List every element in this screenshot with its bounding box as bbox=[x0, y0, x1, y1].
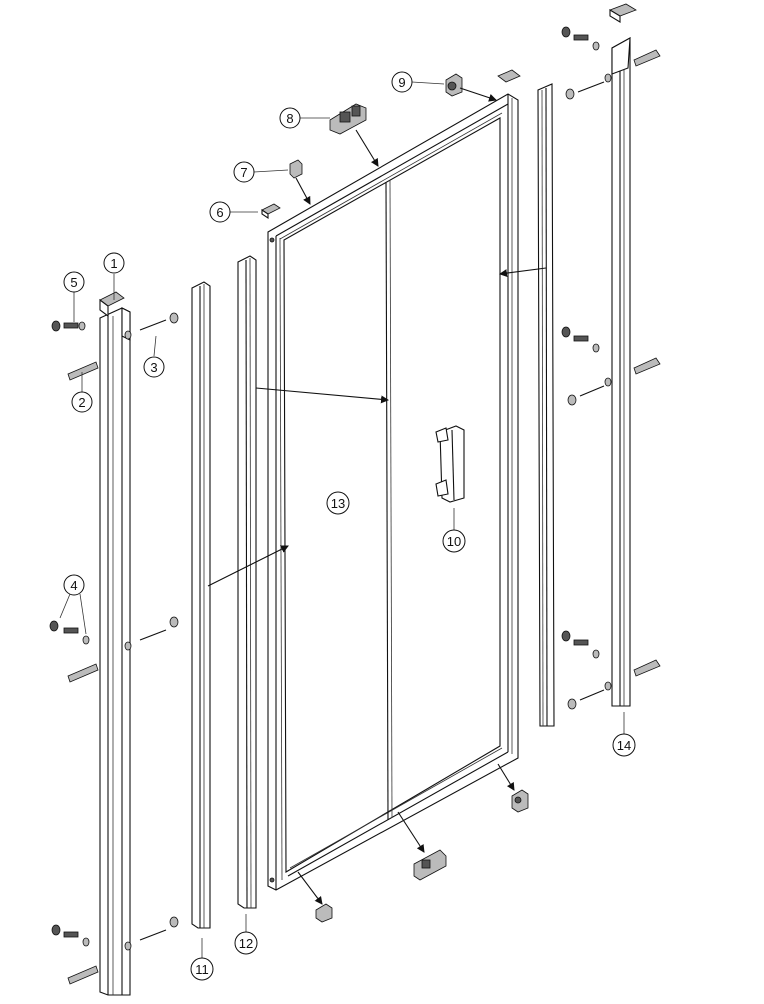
callout-label: 8 bbox=[286, 111, 293, 126]
callout-label: 3 bbox=[150, 360, 157, 375]
callout-13: 13 bbox=[326, 491, 350, 515]
callout-label: 10 bbox=[447, 534, 461, 549]
right-wall-profile bbox=[611, 37, 631, 707]
bottom-hinge bbox=[413, 849, 447, 881]
end-cap-top bbox=[261, 203, 281, 220]
callout-label: 13 bbox=[331, 496, 345, 511]
callout-8: 8 bbox=[279, 107, 301, 129]
wall-cap-left bbox=[99, 291, 125, 318]
wall-cap-top bbox=[609, 3, 637, 23]
callout-7: 7 bbox=[233, 161, 255, 183]
corner-block-bottom bbox=[315, 903, 333, 923]
hinge-pin-top bbox=[445, 73, 463, 97]
top-hinge bbox=[329, 103, 367, 135]
callout-label: 6 bbox=[216, 205, 223, 220]
callout-1: 1 bbox=[103, 252, 125, 274]
callout-label: 5 bbox=[70, 275, 77, 290]
callout-4: 4 bbox=[63, 574, 85, 596]
right-fixings bbox=[561, 26, 661, 710]
callout-5: 5 bbox=[63, 271, 85, 293]
door-frame bbox=[267, 93, 519, 891]
callout-6: 6 bbox=[209, 201, 231, 223]
callout-label: 4 bbox=[70, 578, 77, 593]
left-fixings bbox=[49, 312, 179, 985]
end-cap-top-right bbox=[497, 69, 521, 83]
callout-2: 2 bbox=[71, 391, 93, 413]
seal-strip bbox=[191, 281, 211, 929]
magnetic-strip bbox=[237, 255, 257, 909]
left-wall-profile bbox=[99, 307, 131, 996]
callout-9: 9 bbox=[391, 71, 413, 93]
assembly-arrows bbox=[207, 87, 547, 905]
right-inner-profile bbox=[537, 83, 555, 727]
callout-label: 9 bbox=[398, 75, 405, 90]
corner-block bbox=[289, 159, 303, 179]
callout-14: 14 bbox=[612, 733, 636, 757]
callout-label: 14 bbox=[617, 738, 631, 753]
callout-label: 1 bbox=[110, 256, 117, 271]
callout-label: 12 bbox=[239, 936, 253, 951]
callout-12: 12 bbox=[234, 931, 258, 955]
hinge-pin-bottom bbox=[511, 789, 529, 813]
callout-label: 11 bbox=[195, 962, 209, 977]
callout-10: 10 bbox=[442, 529, 466, 553]
callout-11: 11 bbox=[190, 957, 214, 981]
callout-3: 3 bbox=[143, 356, 165, 378]
callout-label: 2 bbox=[78, 395, 85, 410]
door-handle bbox=[435, 425, 465, 503]
leader-lines bbox=[59, 81, 625, 958]
callout-label: 7 bbox=[240, 165, 247, 180]
